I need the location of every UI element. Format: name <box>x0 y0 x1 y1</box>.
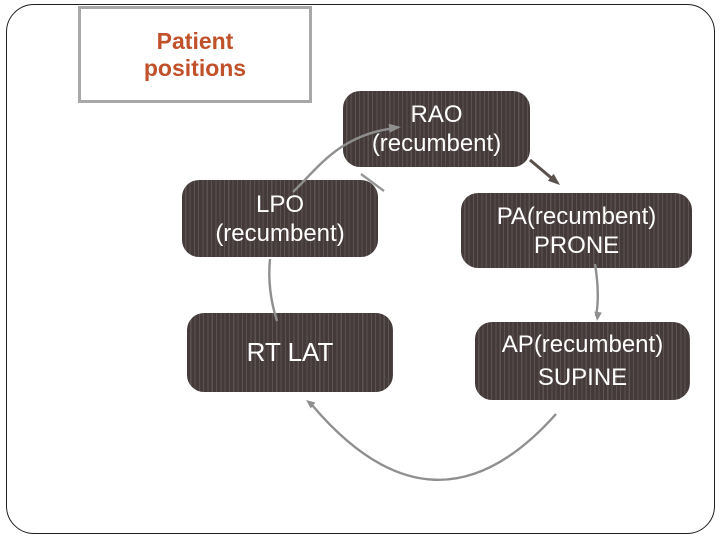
title-box: Patient positions <box>78 6 312 103</box>
node-pa-line2: PRONE <box>533 231 620 259</box>
node-pa-line1: PA(recumbent) <box>496 202 657 230</box>
node-lpo-line2: (recumbent) <box>215 219 345 247</box>
page-title: Patient positions <box>143 27 247 81</box>
node-ap: AP(recumbent) SUPINE <box>475 322 690 400</box>
node-pa: PA(recumbent) PRONE <box>461 193 692 268</box>
node-rt-lat-line1: RT LAT <box>246 337 334 367</box>
node-rao-line2: (recumbent) <box>371 130 502 157</box>
node-lpo-line1: LPO <box>255 190 305 218</box>
node-rao: RAO (recumbent) <box>343 91 530 167</box>
node-rt-lat: RT LAT <box>187 313 393 392</box>
node-ap-line1: AP(recumbent) <box>501 331 664 358</box>
slide-border <box>6 4 715 534</box>
node-rao-line1: RAO <box>410 101 463 128</box>
node-lpo: LPO (recumbent) <box>182 180 378 257</box>
node-ap-line2: SUPINE <box>537 364 628 391</box>
